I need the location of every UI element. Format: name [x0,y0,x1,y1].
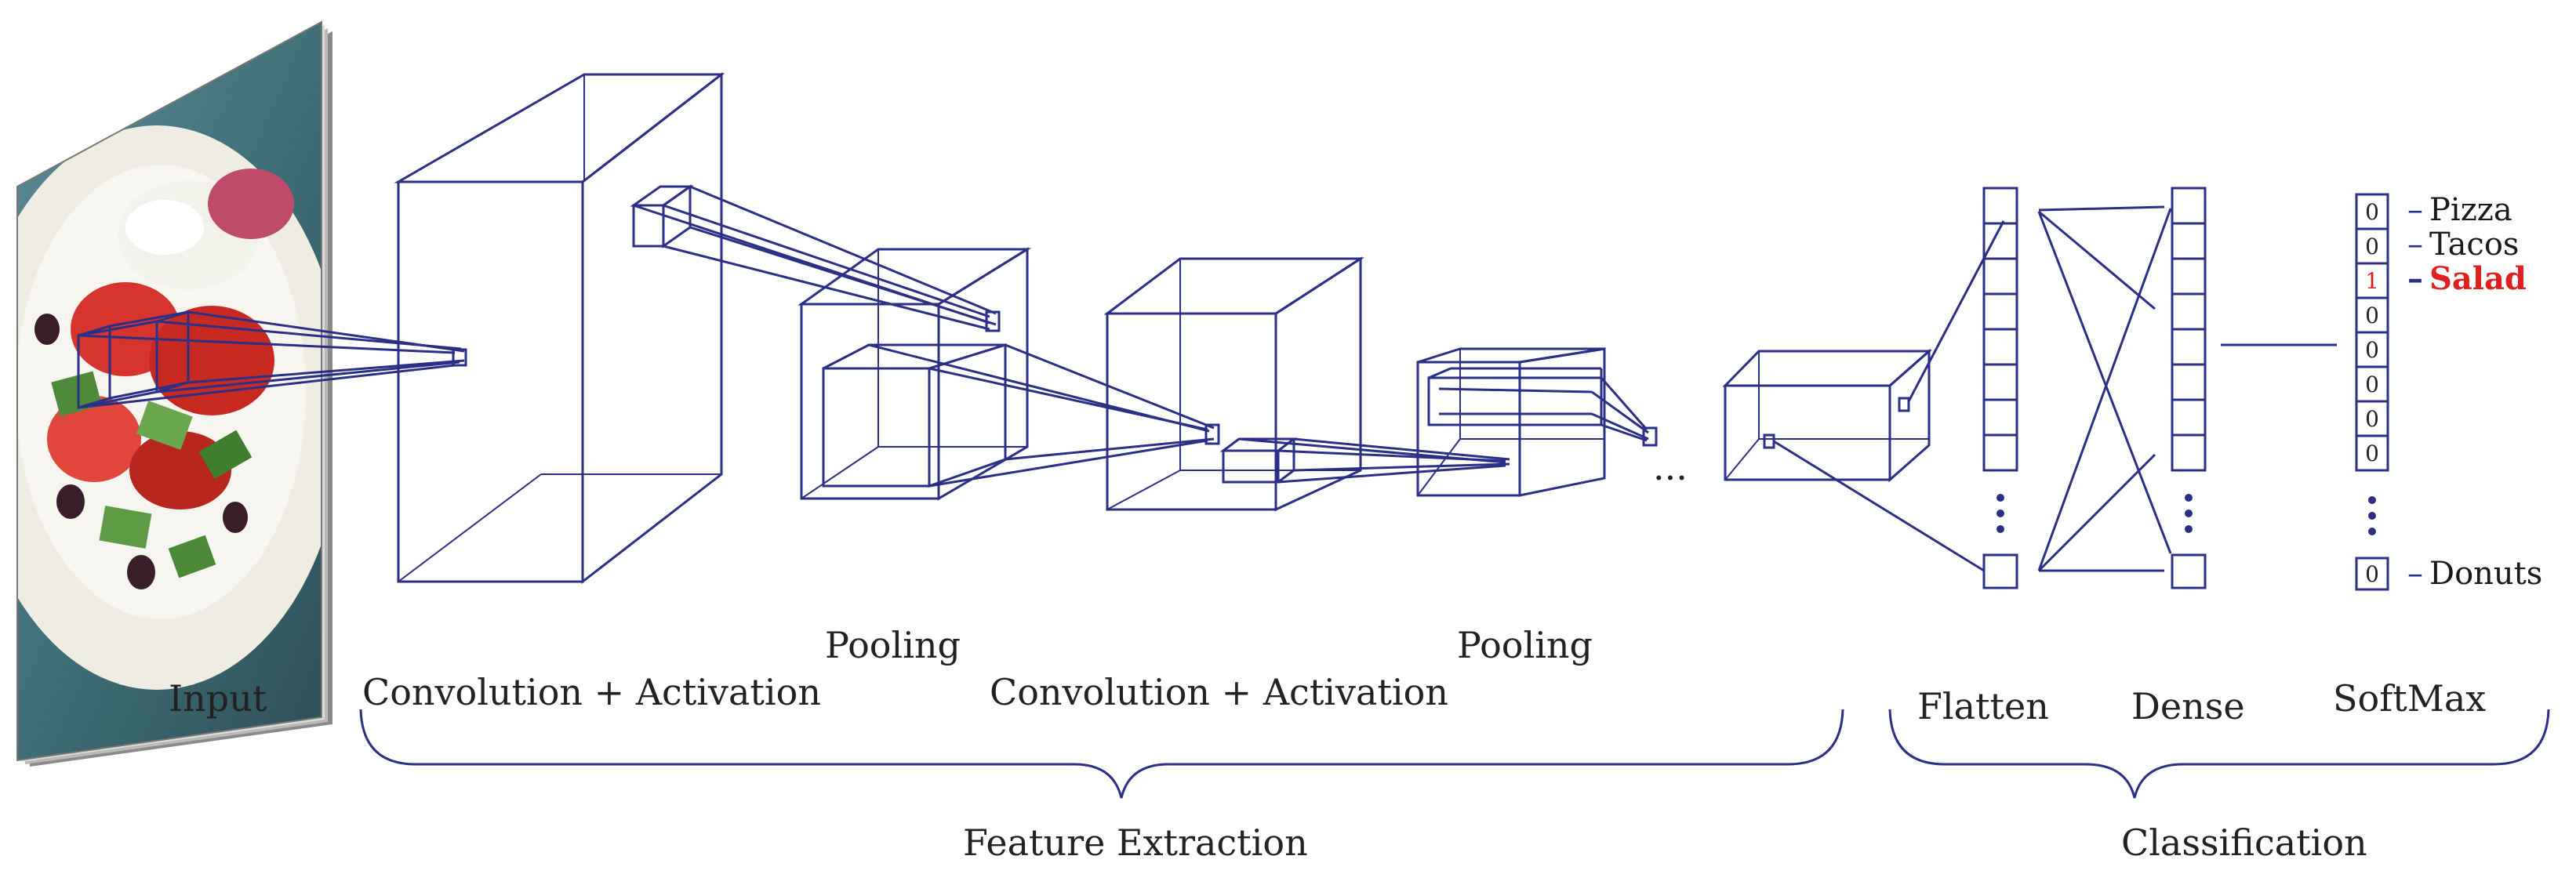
softmax-cell-bottom: 0 [2365,561,2379,587]
class-label-salad: –Salad [2407,263,2527,295]
class-dash: – [2407,192,2423,228]
class-dash: – [2407,260,2423,297]
flatten-column [1982,187,2018,589]
pool1-label: Pooling [825,624,961,666]
conv2-block [1103,256,1365,512]
softmax-cell-4: 0 [2365,337,2379,363]
softmax-label: SoftMax [2333,677,2487,720]
softmax-cell-6: 0 [2365,406,2379,432]
projection-input-conv1 [78,310,467,409]
classification-label: Classification [2121,821,2367,864]
input-image [16,20,332,767]
column-dots [1996,494,2376,535]
class-label-tacos: –Tacos [2407,229,2519,260]
softmax-cell-5: 0 [2365,372,2379,397]
softmax-cell-7: 0 [2365,441,2379,466]
projection-conv2-pool2 [1238,437,1510,484]
class-label-pizza: –Pizza [2407,194,2512,226]
class-name-pizza: Pizza [2429,192,2512,228]
dense-label: Dense [2131,685,2245,727]
flatten-dense-lines [2037,205,2172,572]
projection-conv1-pool1 [633,185,1001,332]
softmax-cell-values: 0 0 1 0 0 0 0 0 0 [2365,199,2379,587]
softmax-cell-1: 0 [2365,234,2379,259]
flatten-label: Flatten [1917,685,2049,727]
class-label-donuts: –Donuts [2407,558,2542,589]
final-feature-block [1722,348,1932,483]
conv1-label: Convolution + Activation [362,671,821,713]
softmax-column [2355,193,2389,591]
conv2-label: Convolution + Activation [990,671,1448,713]
pool2-block [1416,347,1606,497]
class-name-donuts: Donuts [2429,556,2543,592]
conv1-block [394,71,725,585]
classification-brace [1888,709,2550,799]
softmax-cell-3: 0 [2365,303,2379,328]
dense-column [2171,187,2207,589]
pool2-label: Pooling [1457,624,1593,666]
final-to-flatten-lines [1773,220,2005,572]
class-name-salad: Salad [2429,260,2527,297]
ellipsis-label: ... [1653,446,1688,488]
feature-extraction-brace [359,709,1844,799]
softmax-cell-0: 0 [2365,199,2379,225]
class-dash: – [2407,556,2423,592]
projection-pool1-conv2 [868,343,1220,488]
pool1-block [798,247,1032,501]
projection-pool2-final [1591,377,1658,447]
softmax-cell-2: 1 [2365,268,2379,294]
class-name-tacos: Tacos [2429,227,2520,263]
input-label: Input [169,677,267,720]
feature-extraction-label: Feature Extraction [963,821,1308,864]
class-dash: – [2407,227,2423,263]
